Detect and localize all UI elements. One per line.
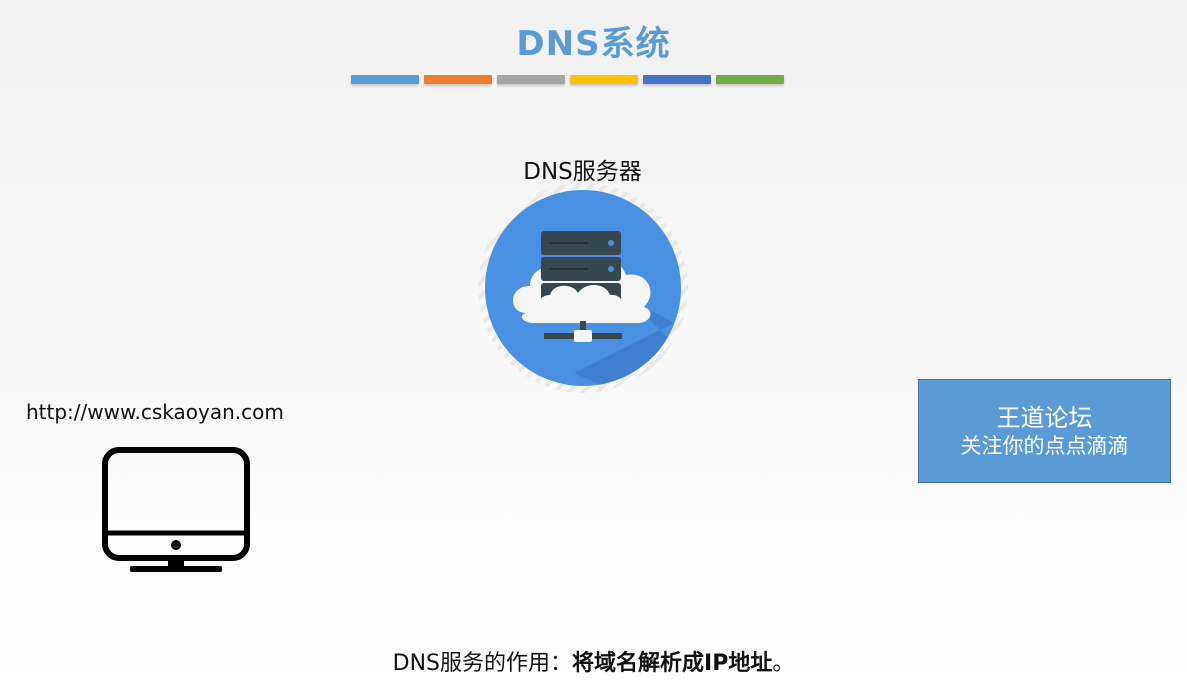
color-bar-3: [497, 75, 565, 84]
color-bar-5: [643, 75, 711, 84]
color-bar-4: [570, 75, 638, 84]
slide-title: DNS系统: [516, 24, 671, 64]
color-bar-2: [424, 75, 492, 84]
client-url: http://www.cskaoyan.com: [26, 400, 284, 424]
dns-server-label: DNS服务器: [523, 159, 642, 185]
cloud-server-icon: [478, 183, 688, 393]
forum-promo-box[interactable]: 王道论坛 关注你的点点滴滴: [918, 379, 1171, 483]
caption-emphasis: 将域名解析成IP地址: [572, 651, 773, 676]
monitor-icon: [102, 447, 250, 572]
color-bar-1: [351, 75, 419, 84]
forum-subtitle: 关注你的点点滴滴: [960, 433, 1129, 458]
caption-prefix: DNS服务的作用：: [392, 651, 573, 676]
slide-caption: DNS服务的作用：将域名解析成IP地址。: [0, 645, 1187, 677]
caption-suffix: 。: [772, 651, 795, 676]
color-bar-6: [716, 75, 784, 84]
forum-title: 王道论坛: [996, 403, 1093, 432]
title-color-bars: [351, 75, 784, 84]
